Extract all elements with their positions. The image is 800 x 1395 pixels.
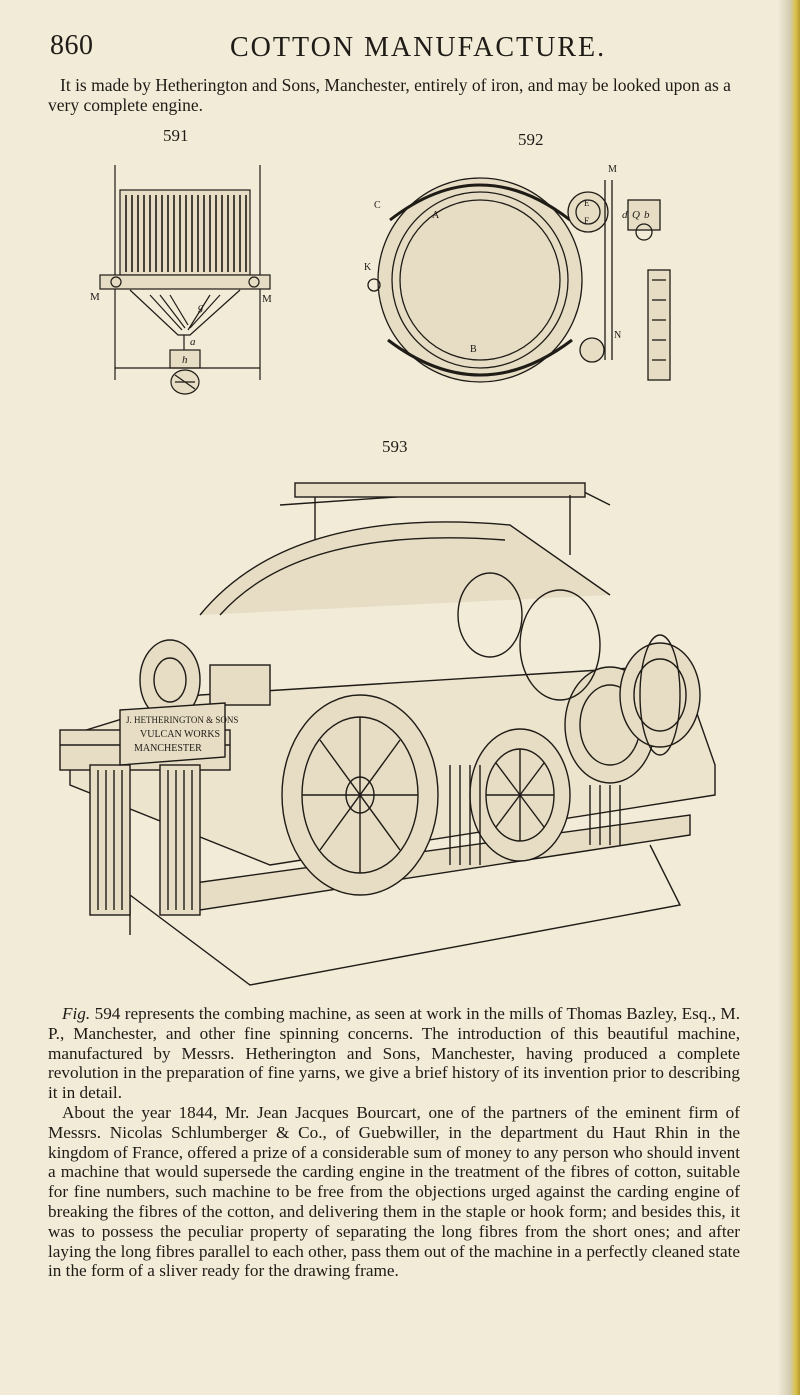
page-edge <box>778 0 800 1395</box>
maker-plate-line-2: VULCAN WORKS <box>140 729 220 740</box>
fig592-letter-d: d <box>622 209 628 221</box>
figure-593-drawing: J. HETHERINGTON & SONS VULCAN WORKS MANC… <box>59 482 716 986</box>
fig592-letter-b-upper: B <box>470 344 477 355</box>
fig591-letter-m-left: M <box>90 291 100 303</box>
fig592-letter-c: C <box>374 200 381 211</box>
intro-paragraph: It is made by Hetherington and Sons, Man… <box>48 75 731 115</box>
caption-paragraph-1: Fig. 594 represents the combing machine,… <box>48 1004 740 1103</box>
caption-text: Fig. 594 represents the combing machine,… <box>48 1004 740 1281</box>
fig-reference: Fig. <box>62 1004 91 1023</box>
maker-plate-line-3: MANCHESTER <box>134 743 202 754</box>
fig591-letter-a: a <box>190 336 196 348</box>
fig592-letter-n: N <box>614 330 621 341</box>
fig592-letter-b: b <box>644 209 650 221</box>
fig592-letter-q: Q <box>632 209 640 221</box>
fig591-letter-h: h <box>182 354 188 366</box>
running-title: COTTON MANUFACTURE. <box>230 32 607 63</box>
page-number: 860 <box>50 30 94 61</box>
fig592-letter-a: A <box>432 210 440 221</box>
figure-592-drawing: M C d Q b A E F K B N <box>364 164 671 383</box>
fig592-letter-e: E <box>584 198 590 208</box>
figure-593-number: 593 <box>382 437 408 456</box>
figure-591-number: 591 <box>163 126 189 145</box>
fig591-letter-g: g <box>198 301 204 313</box>
page-header: 860 COTTON MANUFACTURE. <box>50 30 750 70</box>
figure-591-drawing: M M g a h <box>90 165 272 395</box>
maker-plate-line-1: J. HETHERINGTON & SONS <box>126 715 238 725</box>
fig592-letter-m: M <box>608 164 617 175</box>
fig591-letter-m-right: M <box>262 293 272 305</box>
figure-592-number: 592 <box>518 130 544 149</box>
caption-paragraph-1-text: 594 represents the combing machine, as s… <box>48 1004 740 1103</box>
fig592-letter-f: F <box>584 216 589 226</box>
fig592-letter-k: K <box>364 262 372 273</box>
caption-paragraph-2: About the year 1844, Mr. Jean Jacques Bo… <box>48 1102 740 1281</box>
